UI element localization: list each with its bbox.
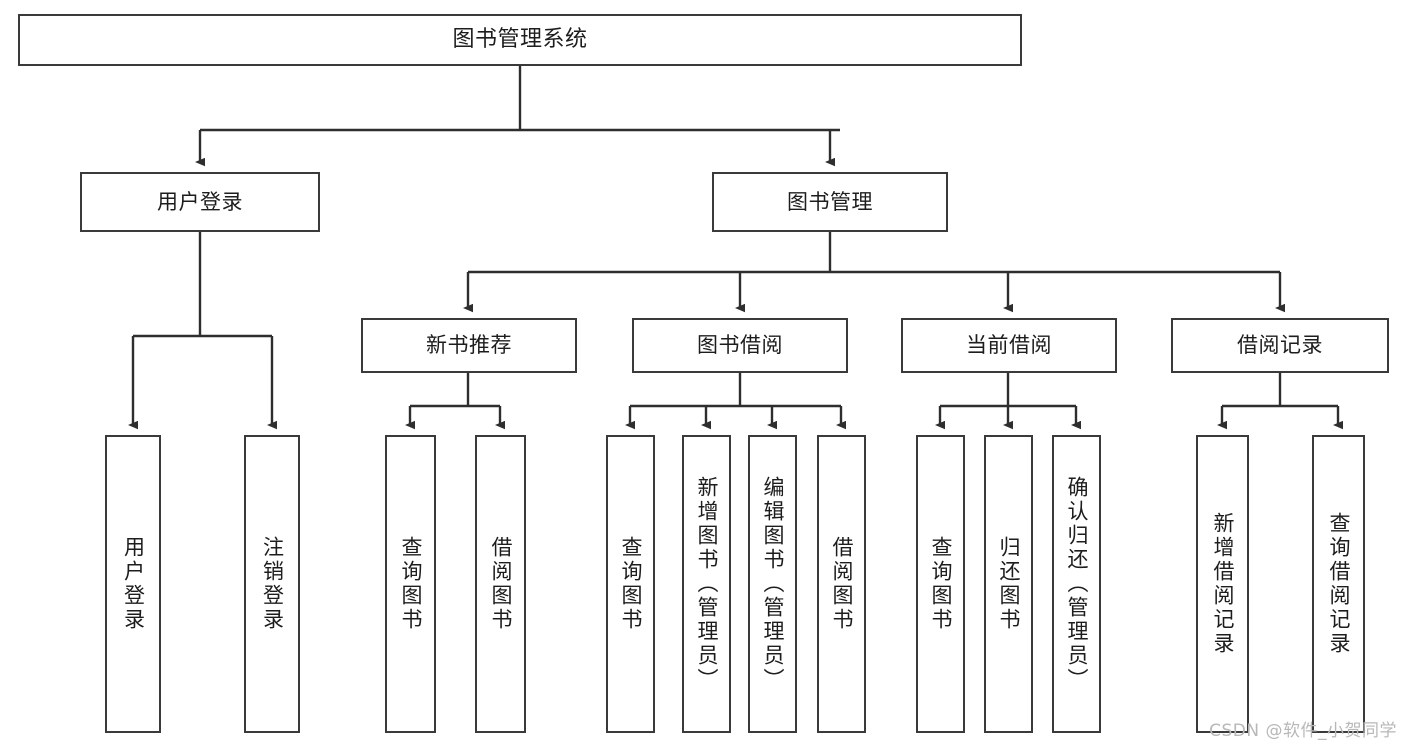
leaf-label: 查询图书 <box>929 536 953 632</box>
leaf-record-add-record[interactable]: 新增借阅记录 <box>1196 435 1249 733</box>
node-new-book-recommend[interactable]: 新书推荐 <box>361 318 577 373</box>
leaf-label: 查询图书 <box>619 536 643 632</box>
leaf-borrow-borrow-book[interactable]: 借阅图书 <box>817 435 866 733</box>
node-user-login-label: 用户登录 <box>157 189 243 214</box>
node-borrow-record-label: 借阅记录 <box>1237 333 1323 358</box>
leaf-recommend-borrow-book[interactable]: 借阅图书 <box>475 435 526 733</box>
leaf-borrow-edit-book[interactable]: 编辑图书（管理员） <box>748 435 797 733</box>
leaf-label: 新增图书（管理员） <box>695 476 719 692</box>
leaf-label: 查询图书 <box>399 536 423 632</box>
leaf-label: 查询借阅记录 <box>1327 512 1351 656</box>
node-book-borrow[interactable]: 图书借阅 <box>632 318 848 373</box>
leaf-current-return-book[interactable]: 归还图书 <box>984 435 1033 733</box>
leaf-user-login-login[interactable]: 用户登录 <box>105 435 161 733</box>
leaf-label: 编辑图书（管理员） <box>761 476 785 692</box>
leaf-borrow-add-book[interactable]: 新增图书（管理员） <box>682 435 731 733</box>
leaf-label: 确认归还（管理员） <box>1065 476 1089 692</box>
node-new-book-recommend-label: 新书推荐 <box>426 333 512 358</box>
leaf-label: 新增借阅记录 <box>1211 512 1235 656</box>
leaf-current-query-book[interactable]: 查询图书 <box>916 435 965 733</box>
node-book-management-label: 图书管理 <box>787 189 873 214</box>
leaf-borrow-query-book[interactable]: 查询图书 <box>606 435 655 733</box>
leaf-record-query-record[interactable]: 查询借阅记录 <box>1312 435 1365 733</box>
leaf-user-login-logout[interactable]: 注销登录 <box>244 435 300 733</box>
leaf-label: 用户登录 <box>121 536 146 632</box>
node-borrow-record[interactable]: 借阅记录 <box>1171 318 1389 373</box>
leaf-recommend-query-book[interactable]: 查询图书 <box>385 435 436 733</box>
node-root-label: 图书管理系统 <box>452 27 588 53</box>
leaf-label: 借阅图书 <box>489 536 513 632</box>
leaf-current-confirm-return[interactable]: 确认归还（管理员） <box>1052 435 1101 733</box>
leaf-label: 归还图书 <box>997 536 1021 632</box>
node-book-management[interactable]: 图书管理 <box>712 172 948 232</box>
node-book-borrow-label: 图书借阅 <box>697 333 783 358</box>
csdn-watermark: CSDN @软件_小贺同学 <box>1209 721 1397 741</box>
node-current-borrow[interactable]: 当前借阅 <box>901 318 1117 373</box>
leaf-label: 注销登录 <box>260 536 285 632</box>
node-current-borrow-label: 当前借阅 <box>966 333 1052 358</box>
node-user-login[interactable]: 用户登录 <box>80 172 320 232</box>
node-root[interactable]: 图书管理系统 <box>18 14 1022 66</box>
leaf-label: 借阅图书 <box>830 536 854 632</box>
